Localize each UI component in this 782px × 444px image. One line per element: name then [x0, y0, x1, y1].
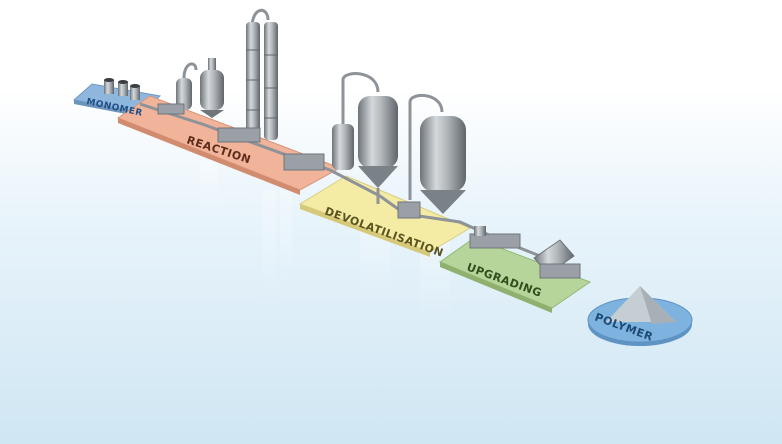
- upgrading-extruder: [469, 226, 521, 249]
- devolatilisation-tanks: [332, 72, 466, 219]
- monomer-drums: [104, 78, 140, 100]
- upgrading-platform: [438, 237, 592, 313]
- reactor-vessels: [176, 58, 224, 118]
- polymer-platform: [587, 286, 693, 346]
- upgrading-pelletizer: [533, 239, 581, 279]
- distillation-columns: [246, 9, 278, 140]
- reaction-pad: [116, 95, 342, 191]
- reaction-pumps: [157, 103, 325, 171]
- upgrading-pad: [438, 237, 592, 309]
